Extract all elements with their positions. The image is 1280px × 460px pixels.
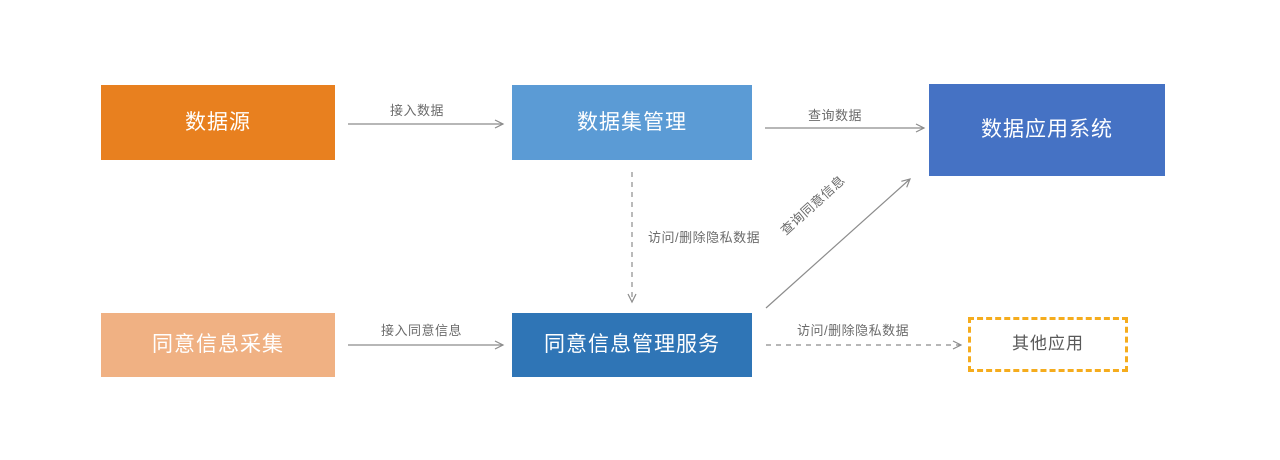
edge-query-consent-info (765, 178, 911, 309)
node-consent-management-service-label: 同意信息管理服务 (544, 333, 720, 357)
node-other-application[interactable]: 其他应用 (968, 317, 1128, 372)
node-data-source-label: 数据源 (185, 110, 251, 134)
edge-label-access-delete-private-data-horizontal: 访问/删除隐私数据 (797, 323, 910, 338)
node-dataset-management[interactable]: 数据集管理 (512, 85, 752, 160)
node-dataset-management-label: 数据集管理 (577, 110, 687, 134)
node-data-application-system-label: 数据应用系统 (981, 118, 1113, 142)
node-consent-collection-label: 同意信息采集 (152, 333, 284, 357)
node-other-application-label: 其他应用 (1012, 334, 1084, 354)
edge-label-ingest-data: 接入数据 (390, 103, 445, 118)
node-data-application-system[interactable]: 数据应用系统 (929, 84, 1165, 176)
edge-label-query-consent-info: 查询同意信息 (777, 172, 848, 238)
edge-label-access-delete-private-data-vertical: 访问/删除隐私数据 (648, 230, 761, 245)
edge-label-ingest-consent-info: 接入同意信息 (381, 323, 463, 338)
node-consent-collection[interactable]: 同意信息采集 (101, 313, 335, 377)
node-data-source[interactable]: 数据源 (101, 85, 335, 160)
node-consent-management-service[interactable]: 同意信息管理服务 (512, 313, 752, 377)
edge-label-query-data: 查询数据 (808, 108, 863, 123)
